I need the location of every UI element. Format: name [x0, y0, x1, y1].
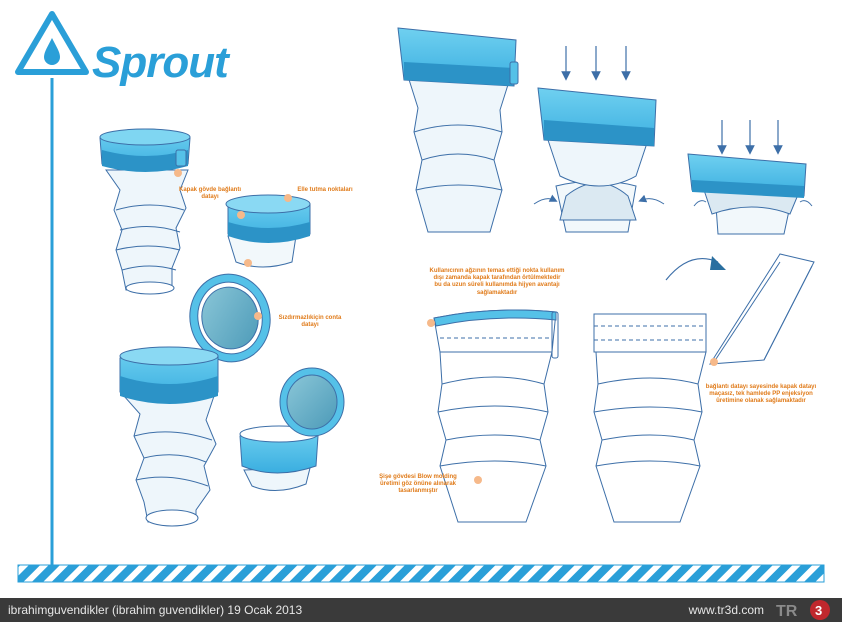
annotation-dots: [174, 169, 718, 484]
compress-step-1: [397, 27, 519, 233]
brand-title: Sprout: [92, 38, 229, 87]
sprout-logo-icon: [15, 11, 89, 568]
annotation-grip-points: Elle tutma noktaları: [297, 187, 353, 193]
compress-step-2: [533, 87, 665, 233]
stripe-band: [17, 564, 825, 583]
annotation-seal: Sızdırmazlıkiçin conta datayı: [278, 315, 342, 329]
bottle-section-right: [593, 313, 707, 523]
cap-grip-view: [225, 194, 311, 268]
annotation-mouth-contact: Kullanıcının ağzının temas ettiği nokta …: [429, 268, 565, 296]
bottle-section-left: [433, 309, 559, 523]
footer-bar: ibrahimguvendikler (ibrahim guvendikler)…: [0, 598, 842, 622]
author-credit: ibrahimguvendikler (ibrahim guvendikler)…: [8, 603, 303, 617]
compress-arrows-2: [717, 120, 783, 155]
bottle-closed-view: [99, 128, 191, 295]
annotation-blow-molding: Şişe gövdesi Blow molding üretimi göz ön…: [379, 474, 457, 495]
svg-text:TR: TR: [776, 603, 798, 620]
annotation-cap-connection: Kapak gövde bağlantı datayı: [178, 187, 241, 201]
compress-step-3: [687, 153, 813, 235]
open-lid-view: [239, 367, 345, 491]
compress-arrows-1: [561, 46, 631, 81]
annotation-hinge: bağlantı datayı sayesinde kapak datayı m…: [705, 384, 817, 405]
lid-hinge-detail: [665, 253, 815, 365]
svg-text:3: 3: [815, 603, 822, 618]
site-link[interactable]: www.tr3d.com: [688, 603, 764, 617]
bottle-large-view: [119, 346, 219, 527]
tr3d-logo-icon: TR 3: [776, 600, 830, 620]
